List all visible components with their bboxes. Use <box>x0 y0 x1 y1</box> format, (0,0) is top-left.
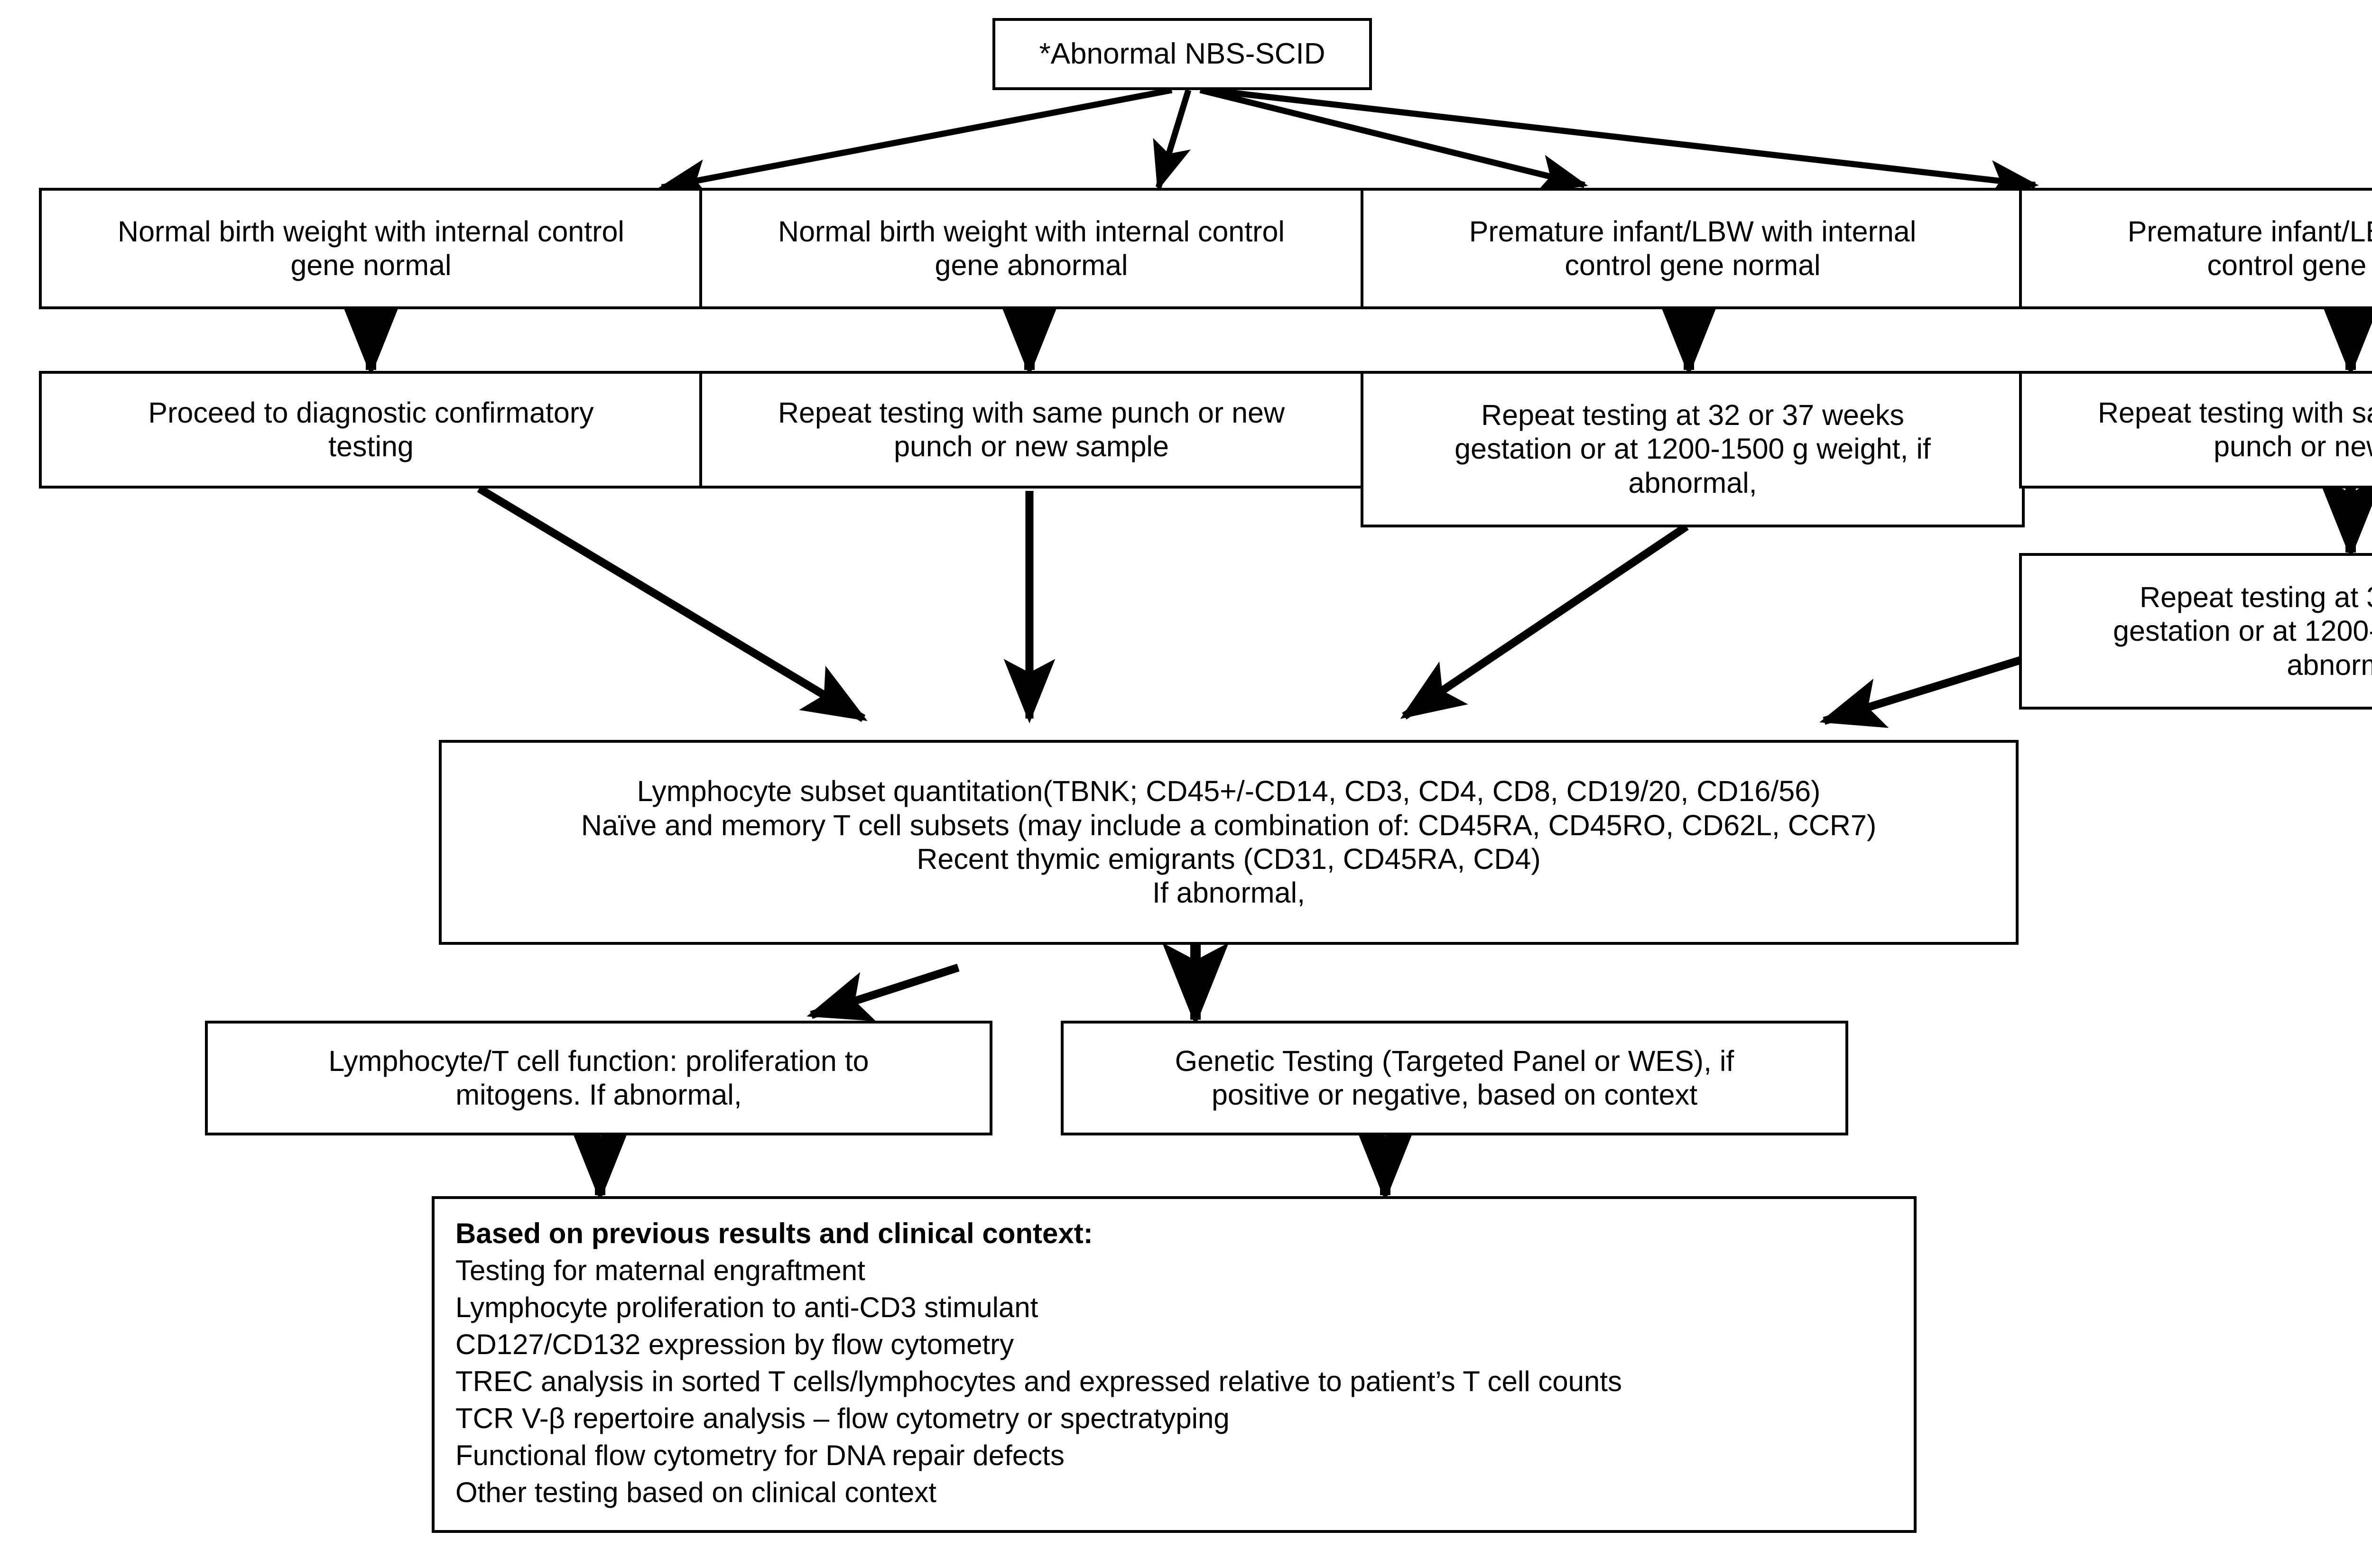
node-line: Premature infant/LBW with internal <box>2127 215 2372 248</box>
node-line: gene normal <box>290 249 452 281</box>
node-line: Genetic Testing (Targeted Panel or WES),… <box>1175 1044 1734 1077</box>
node-line: Repeat testing at 32 or 37 weeks <box>1481 398 1904 431</box>
node-line: punch or new sample <box>894 430 1169 462</box>
edge-root-to-col3 <box>1199 87 1588 194</box>
edge-root-to-col2 <box>1153 89 1192 191</box>
node-line: abnormal, <box>2287 648 2372 681</box>
node-line: Premature infant/LBW with internal <box>1469 215 1917 248</box>
node-line: Lymphocyte/T cell function: proliferatio… <box>328 1044 869 1077</box>
node-line: gene abnormal <box>935 249 1128 281</box>
edge-root-to-col1 <box>658 87 1173 198</box>
node-line: punch or new sample <box>2214 430 2372 462</box>
node-lymphocyte-t-cell-function[interactable]: Lymphocyte/T cell function: proliferatio… <box>205 1021 992 1135</box>
final-panel-item: Functional flow cytometry for DNA repair… <box>455 1439 1065 1471</box>
node-line: abnormal, <box>1628 466 1757 499</box>
node-abnormal-nbs-scid[interactable]: *Abnormal NBS-SCID <box>992 18 1372 90</box>
node-repeat-testing-gestation-col3[interactable]: Repeat testing at 32 or 37 weeks gestati… <box>1361 371 2025 527</box>
edge-col4gest-to-subsets <box>1819 655 2025 728</box>
node-line: gestation or at 1200-1500 g weight, if <box>1455 433 1931 465</box>
node-line: gestation or at 1200-1500 g weight, if <box>2113 615 2372 647</box>
node-premature-gene-normal[interactable]: Premature infant/LBW with internal contr… <box>1361 188 2025 309</box>
node-line: Lymphocyte subset quantitation(TBNK; CD4… <box>637 775 1821 808</box>
node-line: control gene normal <box>1565 249 1821 281</box>
node-based-on-previous-results[interactable]: Based on previous results and clinical c… <box>432 1196 1917 1533</box>
edge-subsets-to-function <box>806 963 960 1022</box>
final-panel-item: Testing for maternal engraftment <box>455 1254 865 1286</box>
edge-col3-to-subsets <box>1400 523 1689 720</box>
node-line: Normal birth weight with internal contro… <box>778 215 1285 248</box>
node-line: mitogens. If abnormal, <box>455 1079 742 1111</box>
final-panel-item: Other testing based on clinical context <box>455 1476 936 1508</box>
final-panel-item: CD127/CD132 expression by flow cytometry <box>455 1328 1014 1360</box>
node-line: positive or negative, based on context <box>1211 1079 1698 1111</box>
final-panel-heading: Based on previous results and clinical c… <box>455 1218 1093 1249</box>
node-line: Normal birth weight with internal contro… <box>118 215 624 248</box>
node-line: Repeat testing with same punch or new <box>778 396 1285 429</box>
node-line: Repeat testing at 32 or 37 weeks <box>2140 581 2372 613</box>
node-line: Naïve and memory T cell subsets (may inc… <box>581 809 1877 841</box>
node-line: Recent thymic emigrants (CD31, CD45RA, C… <box>917 843 1541 875</box>
node-repeat-testing-gestation-col4[interactable]: Repeat testing at 32 or 37 weeks gestati… <box>2019 553 2372 710</box>
node-normal-bw-gene-normal[interactable]: Normal birth weight with internal contro… <box>39 188 703 309</box>
node-lymphocyte-subset-quantitation[interactable]: Lymphocyte subset quantitation(TBNK; CD4… <box>439 740 2019 945</box>
node-premature-gene-abnormal[interactable]: Premature infant/LBW with internal contr… <box>2019 188 2372 309</box>
node-repeat-testing-punch-col2[interactable]: Repeat testing with same punch or new pu… <box>699 371 1363 489</box>
final-panel-item: Lymphocyte proliferation to anti-CD3 sti… <box>455 1291 1038 1323</box>
node-repeat-testing-punch-col4[interactable]: Repeat testing with same punch or new pu… <box>2019 371 2372 489</box>
node-line: Repeat testing with same punch or new <box>2097 396 2372 429</box>
node-line: testing <box>328 430 414 462</box>
edge-col1-to-subsets <box>477 485 868 722</box>
final-panel-item: TREC analysis in sorted T cells/lymphocy… <box>455 1365 1622 1397</box>
node-line: If abnormal, <box>1152 876 1306 909</box>
node-line: *Abnormal NBS-SCID <box>1039 37 1325 70</box>
node-genetic-testing[interactable]: Genetic Testing (Targeted Panel or WES),… <box>1061 1021 1848 1135</box>
node-normal-bw-gene-abnormal[interactable]: Normal birth weight with internal contro… <box>699 188 1363 309</box>
node-proceed-diagnostic-confirmatory-testing[interactable]: Proceed to diagnostic confirmatory testi… <box>39 371 703 489</box>
node-line: control gene abnormal <box>2207 249 2372 281</box>
final-panel-item: TCR V-β repertoire analysis – flow cytom… <box>455 1402 1230 1434</box>
node-line: Proceed to diagnostic confirmatory <box>148 396 594 429</box>
edge-root-to-col4 <box>1208 87 2039 200</box>
